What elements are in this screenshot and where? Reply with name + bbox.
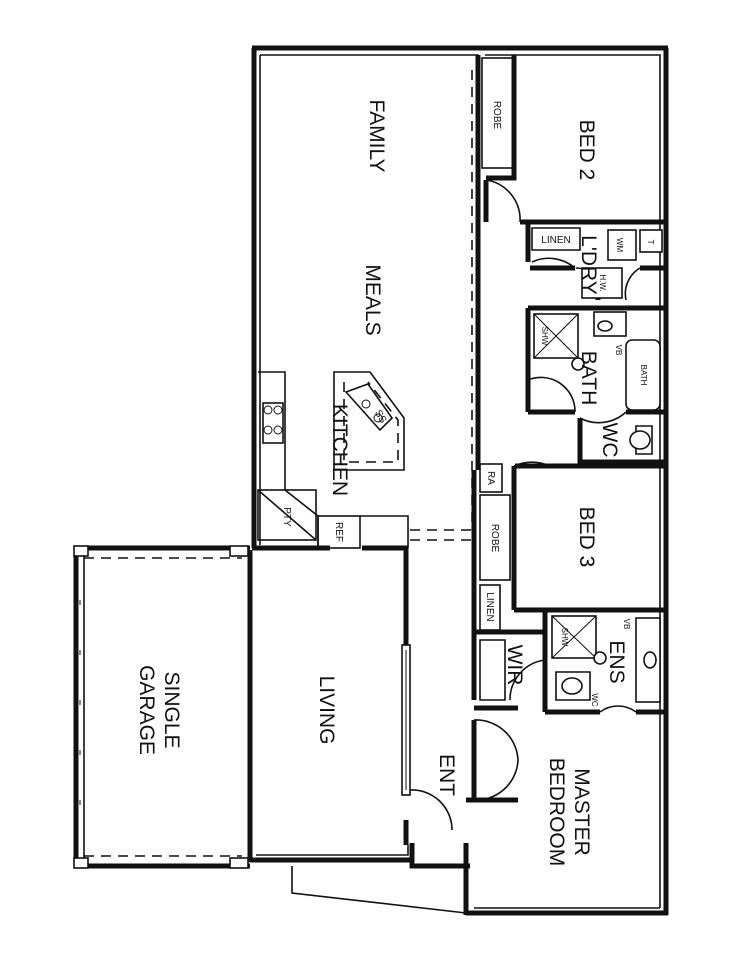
label-pantry: PTY: [281, 507, 292, 527]
room-label-garage: GARAGE: [135, 665, 158, 755]
room-label-single: SINGLE: [160, 671, 183, 748]
label-vanity-bath: VB: [614, 345, 623, 356]
room-label-master: MASTER: [570, 768, 593, 856]
room-label-wir: WIR: [503, 645, 526, 686]
room-label-living: LIVING: [315, 676, 338, 745]
label-shower-ens: SHW: [560, 628, 569, 647]
bulkhead-lines: [84, 70, 478, 857]
room-label-entry: ENT: [435, 754, 458, 796]
room-labels: FAMILY MEALS KITCHEN BED 2 L'DRY BATH WC…: [135, 99, 628, 866]
room-label-kitchen: KITCHEN: [328, 404, 351, 496]
room-label-family: FAMILY: [365, 99, 388, 172]
label-shower-bath: SHW: [540, 327, 549, 346]
label-linen-upper: LINEN: [541, 235, 570, 246]
room-label-ensuite: ENS: [605, 640, 628, 683]
label-wm: WM: [615, 238, 624, 253]
door-swings: [409, 179, 641, 831]
kitchen-area: [257, 371, 409, 549]
label-fridge: REF: [333, 522, 344, 542]
garage: [73, 545, 250, 869]
label-ra: RA: [485, 471, 496, 485]
label-wc-ens: WC: [590, 693, 599, 707]
label-robe-bed3: ROBE: [489, 524, 500, 553]
label-linen-lower: LINEN: [484, 592, 495, 621]
room-label-bedroom: BEDROOM: [545, 758, 568, 867]
exterior-walls: [247, 45, 669, 916]
sliding-door: [401, 644, 411, 796]
label-bath-tub: BATH: [639, 365, 648, 386]
room-label-bed2: BED 2: [575, 120, 598, 181]
room-label-meals: MEALS: [361, 264, 384, 335]
room-label-laundry: L'DRY: [577, 235, 600, 295]
label-robe-bed2: ROBE: [491, 101, 502, 130]
sink-icon: [344, 383, 394, 432]
room-label-bath: BATH: [577, 351, 600, 405]
bath-fixtures: [533, 229, 663, 703]
cooktop-icon: [262, 402, 284, 444]
room-label-wc: WC: [598, 423, 621, 458]
label-vanity-ens: VB: [622, 619, 631, 630]
label-hot-water: H.W.: [598, 274, 607, 291]
room-label-bed3: BED 3: [575, 507, 598, 568]
interior-walls: [252, 55, 666, 845]
label-trough: T: [646, 240, 655, 245]
fixture-labels: ROBE LINEN WM T H.W. SHW VB BATH SS PTY …: [281, 101, 655, 707]
